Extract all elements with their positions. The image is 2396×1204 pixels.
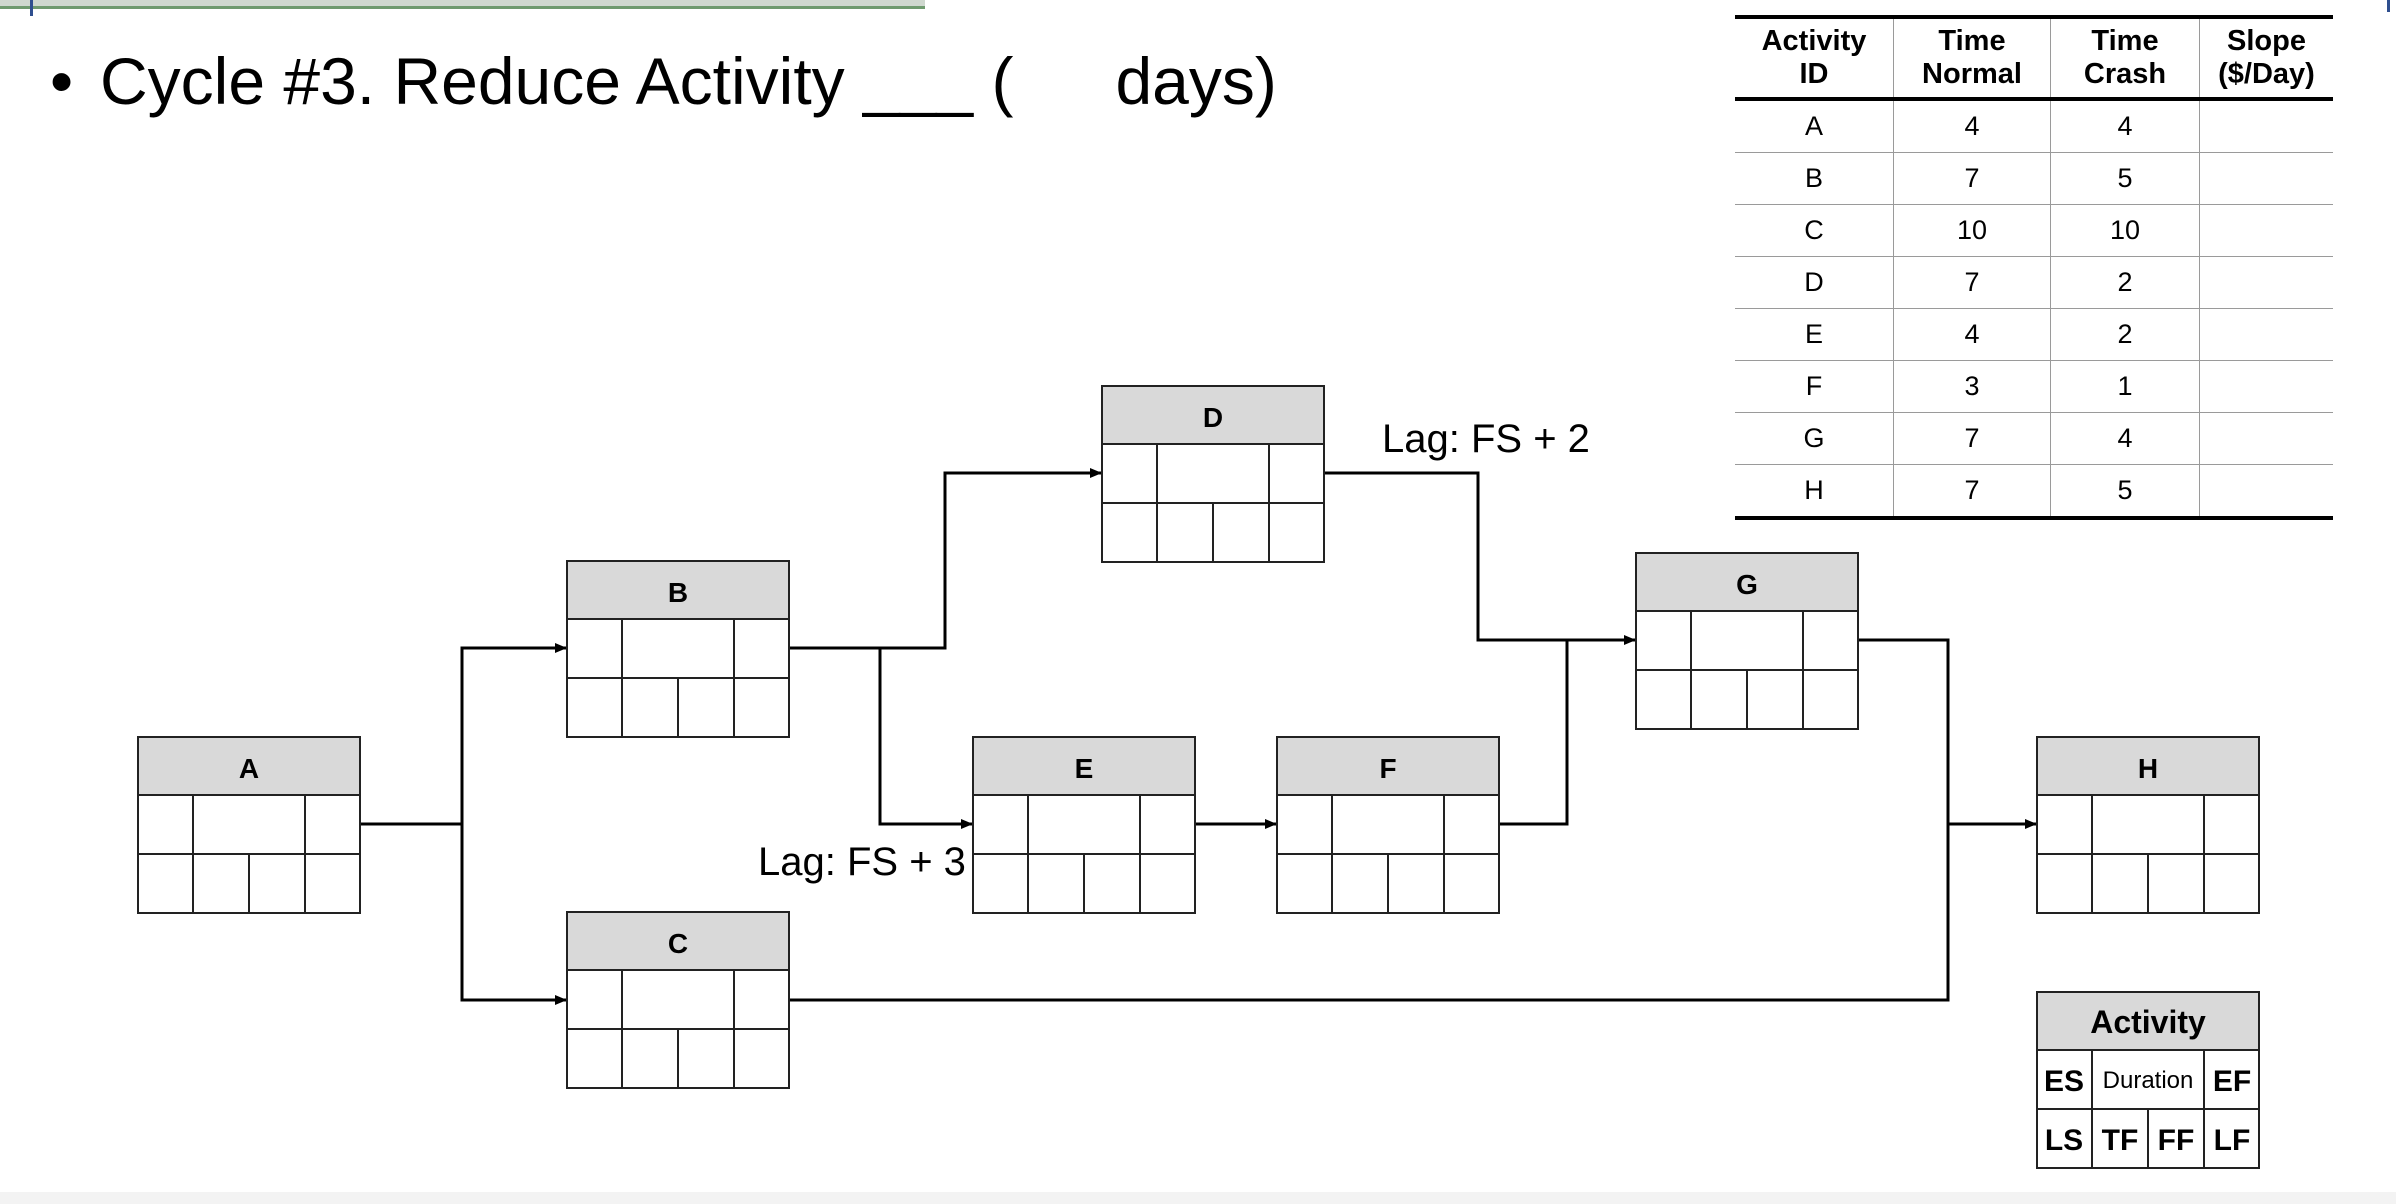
table-cell: G (1735, 412, 1894, 465)
table-cell (2199, 412, 2333, 465)
legend-ls: LS (2045, 1124, 2083, 1157)
bullet-icon: • (50, 44, 74, 118)
node-title: D (1203, 402, 1223, 433)
table-cell (2199, 256, 2333, 309)
table-cell: A (1735, 99, 1894, 153)
node-e: E (972, 736, 1196, 914)
node-h: H (2036, 736, 2260, 914)
table-cell: 4 (1893, 308, 2051, 361)
table-cell: 2 (2050, 308, 2200, 361)
lag-label-b-e: Lag: FS + 3 (758, 840, 966, 884)
lag-label-d-g: Lag: FS + 2 (1382, 417, 1590, 461)
node-b: B (566, 560, 790, 738)
connector-b-d (789, 468, 1102, 650)
table-cell: 5 (2050, 152, 2200, 205)
legend-tf: TF (2102, 1124, 2139, 1157)
node-a: A (137, 736, 361, 914)
connector-g-h (1858, 638, 2037, 829)
table-cell: 1 (2050, 360, 2200, 413)
connector-f-g (1499, 635, 1636, 826)
top-decoration-bar (0, 0, 925, 9)
table-cell: D (1735, 256, 1894, 309)
connector-b-e (878, 648, 973, 829)
table-cell: 7 (1893, 256, 2051, 309)
node-title: C (668, 928, 688, 959)
node-f: F (1276, 736, 1500, 914)
connector-a-c (460, 824, 567, 1005)
legend-ff: FF (2158, 1124, 2195, 1157)
table-cell (2199, 464, 2333, 520)
table-cell: 4 (2050, 412, 2200, 465)
heading-text-before: Cycle #3. Reduce Activity ___ ( (100, 44, 1014, 118)
table-cell: 7 (1893, 464, 2051, 520)
node-title: G (1736, 569, 1758, 600)
table-cell (2199, 99, 2333, 153)
table-cell: 10 (2050, 204, 2200, 257)
table-cell: F (1735, 360, 1894, 413)
node-title: E (1075, 753, 1094, 784)
connectors (360, 468, 2037, 1005)
legend-lf: LF (2214, 1124, 2251, 1157)
cycle-heading: • Cycle #3. Reduce Activity ___ ( days) (50, 36, 1277, 126)
table-cell: 3 (1893, 360, 2051, 413)
table-cell (2199, 360, 2333, 413)
table-cell: B (1735, 152, 1894, 205)
legend-node: Activity ES Duration EF LS TF FF LF (2036, 991, 2260, 1169)
node-c: C (566, 911, 790, 1089)
table-cell: E (1735, 308, 1894, 361)
table-cell: 10 (1893, 204, 2051, 257)
table-cell: C (1735, 204, 1894, 257)
heading-text-after: days) (1115, 44, 1277, 118)
legend-es: ES (2044, 1065, 2084, 1098)
connector-c-h (789, 824, 1950, 1002)
node-title: H (2138, 753, 2158, 784)
table-cell: 7 (1893, 412, 2051, 465)
node-title: B (668, 577, 688, 608)
node-d: D (1101, 385, 1325, 563)
node-title: F (1379, 753, 1396, 784)
table-cell: 5 (2050, 464, 2200, 520)
legend-duration: Duration (2103, 1067, 2194, 1094)
table-cell: 2 (2050, 256, 2200, 309)
table-cell: 7 (1893, 152, 2051, 205)
table-cell: 4 (1893, 99, 2051, 153)
table-cell: 4 (2050, 99, 2200, 153)
legend-ef: EF (2213, 1065, 2251, 1098)
corner-mark (30, 0, 33, 16)
connector-d-g (1324, 471, 1567, 642)
legend-title: Activity (2090, 1004, 2206, 1040)
table-cell (2199, 152, 2333, 205)
table-cell (2199, 308, 2333, 361)
table-cell: H (1735, 464, 1894, 520)
bottom-strip (0, 1192, 2396, 1204)
table-cell (2199, 204, 2333, 257)
corner-mark (2387, 0, 2390, 12)
column-header: Slope($/Day) (2199, 17, 2333, 99)
node-g: G (1635, 552, 1859, 730)
connector-a-b (460, 643, 567, 824)
node-title: A (239, 753, 259, 784)
